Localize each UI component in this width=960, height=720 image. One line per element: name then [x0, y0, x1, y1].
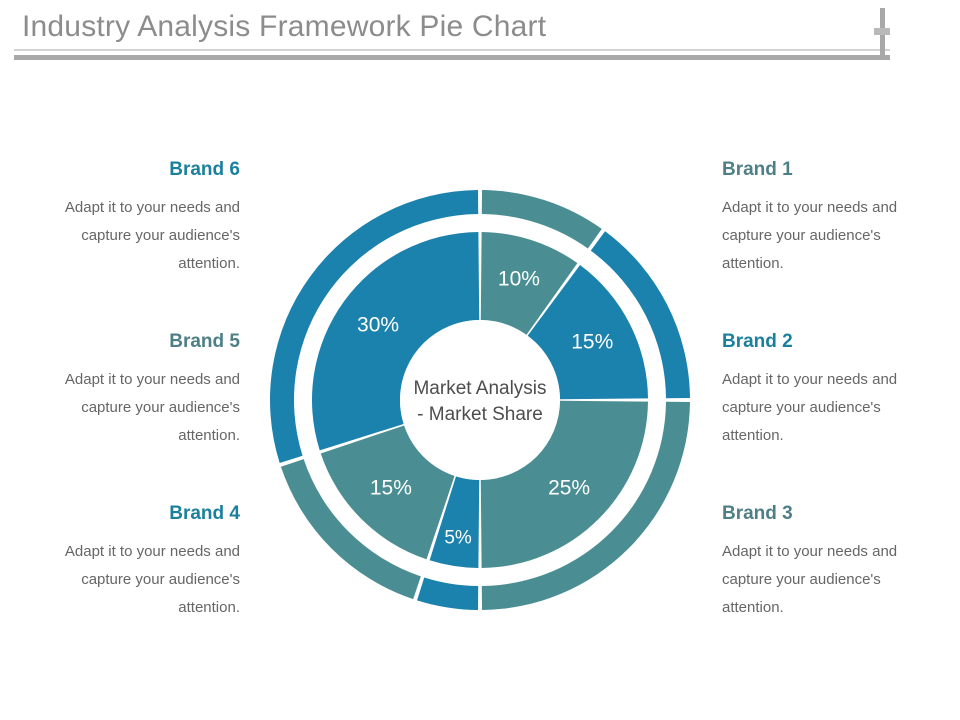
slice-label-group: 10% 15% 25% 5% 15% 30% — [357, 268, 613, 549]
outer-ring-segment-1[interactable] — [481, 190, 602, 249]
label-block-brand-6: Brand 6 Adapt it to your needs and captu… — [18, 158, 240, 278]
label-body-brand-4: Adapt it to your needs and capture your … — [64, 543, 240, 616]
slice-value-label-2: 15% — [571, 330, 613, 353]
outer-ring-segment-6[interactable] — [270, 190, 479, 463]
slice-value-label-1: 10% — [498, 268, 540, 291]
title-divider-thick — [14, 55, 890, 60]
page-title: Industry Analysis Framework Pie Chart — [22, 10, 547, 43]
label-column-right: Brand 1 Adapt it to your needs and captu… — [722, 158, 944, 622]
outer-ring — [270, 190, 690, 610]
label-column-left: Brand 6 Adapt it to your needs and captu… — [18, 158, 240, 622]
label-heading-brand-1: Brand 1 — [722, 159, 793, 180]
pie-slice-4[interactable] — [429, 476, 480, 568]
label-body-brand-5: Adapt it to your needs and capture your … — [64, 371, 240, 444]
label-heading-brand-6: Brand 6 — [169, 159, 240, 180]
label-block-brand-3: Brand 3 Adapt it to your needs and captu… — [722, 502, 944, 622]
pie-slice-6[interactable] — [312, 232, 480, 451]
label-body-brand-1: Adapt it to your needs and capture your … — [722, 199, 898, 272]
label-body-brand-6: Adapt it to your needs and capture your … — [64, 199, 240, 272]
donut-chart-svg: 10% 15% 25% 5% 15% 30% Market Analysis - Mark… — [270, 190, 690, 610]
slice-value-label-5: 15% — [370, 477, 412, 500]
label-heading-brand-2: Brand 2 — [722, 331, 793, 352]
label-heading-brand-3: Brand 3 — [722, 503, 793, 524]
center-hole — [400, 320, 560, 480]
center-label-line2: - Market Share — [417, 404, 543, 425]
pie-slice-1[interactable] — [480, 232, 578, 335]
title-accent-nub — [874, 28, 890, 35]
outer-ring-segment-4[interactable] — [417, 577, 479, 610]
slice-value-label-6: 30% — [357, 313, 399, 336]
slice-value-label-3: 25% — [548, 477, 590, 500]
label-body-brand-3: Adapt it to your needs and capture your … — [722, 543, 898, 616]
label-block-brand-1: Brand 1 Adapt it to your needs and captu… — [722, 158, 944, 278]
pie-slice-2[interactable] — [527, 265, 648, 400]
label-heading-brand-5: Brand 5 — [169, 331, 240, 352]
label-heading-brand-4: Brand 4 — [169, 503, 240, 524]
outer-ring-segment-5[interactable] — [280, 459, 421, 600]
pie-slice-3[interactable] — [480, 400, 648, 568]
inner-ring — [312, 232, 648, 568]
title-bar: Industry Analysis Framework Pie Chart — [0, 0, 960, 72]
label-block-brand-2: Brand 2 Adapt it to your needs and captu… — [722, 330, 944, 450]
label-block-brand-5: Brand 5 Adapt it to your needs and captu… — [18, 330, 240, 450]
label-block-brand-4: Brand 4 Adapt it to your needs and captu… — [18, 502, 240, 622]
pie-slice-5[interactable] — [320, 425, 455, 560]
outer-ring-segment-2[interactable] — [590, 231, 690, 399]
donut-chart: 10% 15% 25% 5% 15% 30% Market Analysis - Mark… — [268, 188, 692, 612]
title-divider-thin — [14, 49, 890, 51]
slice-value-label-4: 5% — [444, 527, 472, 548]
label-body-brand-2: Adapt it to your needs and capture your … — [722, 371, 898, 444]
outer-ring-segment-3[interactable] — [481, 401, 690, 610]
center-label-line1: Market Analysis — [413, 378, 546, 399]
